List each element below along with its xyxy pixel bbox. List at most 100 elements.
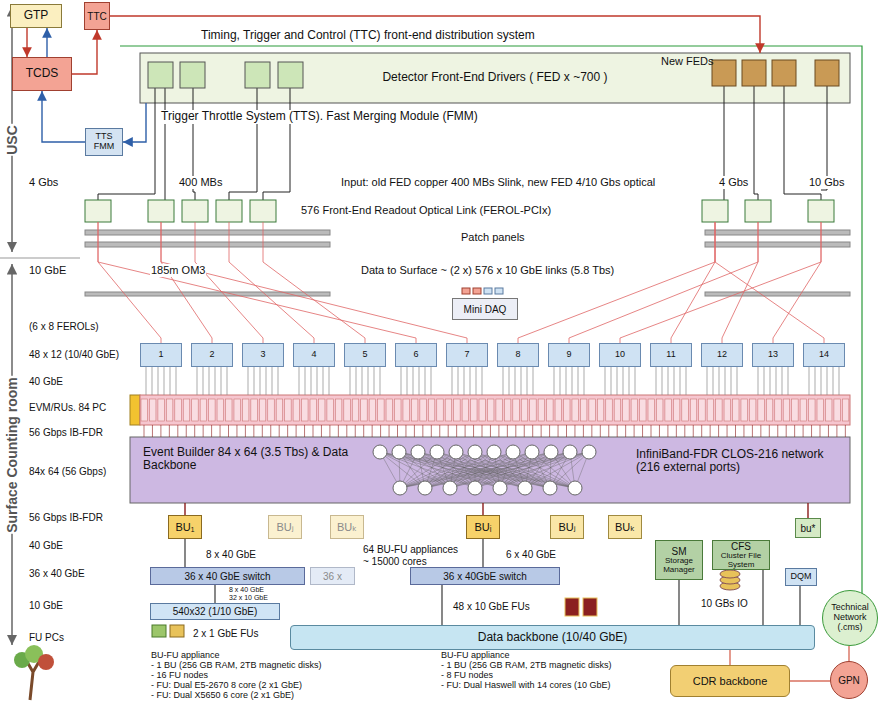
dqm-box: DQM [785,568,817,586]
ru-pc [361,399,368,421]
connector [441,585,442,625]
ru-pc [623,399,630,421]
annotation: 185m OM3 [150,264,206,277]
annotation: 4 Gbs [28,176,59,189]
ib-switch [568,481,582,495]
ru-pc [344,399,351,421]
ru-pc [792,399,799,421]
annotation: - FU: Dual Haswell with 14 cores (10 GbE… [440,680,612,690]
ib-link [752,425,753,437]
ib-link [786,425,787,437]
annotation: 48 x 10 GbE FUs [452,601,531,613]
annotation: 8 x 40 GbE [205,549,257,561]
uplink [662,367,663,395]
evm-box [130,395,140,425]
annotation: Timing, Trigger and Control (TTC) front-… [200,29,536,43]
ru-pc [699,399,706,421]
ib-link [355,425,356,437]
ethernet-switch: 3 [242,343,284,367]
uplink [317,367,318,395]
ib-switch [543,481,557,495]
fed-band-fill [140,53,850,103]
uplink [452,367,453,395]
builder-unit: BUⱼ [550,515,584,539]
ru-pc [192,399,199,421]
tcds-box: TCDS [12,57,72,91]
node-text: 4 [311,350,316,360]
area-title: Surface Counting room [4,376,20,534]
annotation: 56 Gbps IB-FDR [28,512,104,524]
ru-pc [327,399,334,421]
ib-link [144,425,145,437]
annotation: 10 GbE [28,264,67,277]
connector [123,103,146,142]
ethernet-switch: 14 [803,343,845,367]
minidaq-icon [462,288,503,294]
ethernet-switch: 8 [497,343,539,367]
ib-switch [418,481,432,495]
uplink [839,367,840,395]
ru-pc [580,399,587,421]
connector [678,580,679,625]
floor-line [0,258,80,259]
ru-pc [437,399,444,421]
ru-pc [462,399,469,421]
uplink [788,367,789,395]
cfs-disks [720,570,740,590]
ru-pc [555,399,562,421]
ru-strip [140,395,850,425]
uplink [533,367,534,395]
uplink [164,367,165,395]
optical-link [161,222,212,343]
uplink [350,367,351,395]
optical-link [98,222,416,343]
ru-pc [293,399,300,421]
connector [848,646,849,661]
trigger-box: GTP [10,4,62,28]
connector [72,30,97,74]
tree-icon [14,645,54,700]
ru-pc [166,399,173,421]
ib-link [448,425,449,437]
ib-link [524,425,525,437]
ru-pc [733,399,740,421]
annotation: 56 Gbps IB-FDR [28,427,104,439]
backbone-bar: Data backbone (10/40 GbE) [290,625,815,650]
ib-link [515,425,516,437]
ru-pc [783,399,790,421]
ib-link [634,425,635,437]
optical-link [263,222,365,343]
ib-link [321,425,322,437]
uplink [764,367,765,395]
uplink [209,367,210,395]
node-text: InfiniBand-FDR CLOS-216 network (216 ext… [636,448,841,474]
ib-link [727,425,728,437]
ib-link [279,425,280,437]
uplink [311,367,312,395]
uplink [707,367,708,395]
ib-link [794,425,795,437]
optical-link [161,222,467,343]
ru-pc [251,399,258,421]
node-text: bu* [800,523,815,534]
fed-band: Detector Front-End Drivers ( FED x ~700 … [140,53,850,103]
node-text: BUⱼ [558,521,575,533]
node-text: 1 [158,350,163,360]
builder-unit: BU₁ [168,515,202,539]
uplink [833,367,834,395]
uplink [527,367,528,395]
optical-link [229,222,314,343]
annotation: - 16 FU nodes [150,670,209,680]
ib-link [405,425,406,437]
node-text: SM [672,546,687,557]
ru-pc [741,399,748,421]
backbone-box: CDR backbone [670,665,790,697]
node-text: DQM [791,572,812,582]
annotation: 64 BU-FU appliances ~ 15000 cores [362,544,464,567]
ib-link [270,425,271,437]
uplink [215,367,216,395]
uplink [272,367,273,395]
ethernet-switch: 36 x 40GbE switch [410,567,560,585]
connector [807,503,808,518]
ethernet-switch: 5 [344,343,386,367]
